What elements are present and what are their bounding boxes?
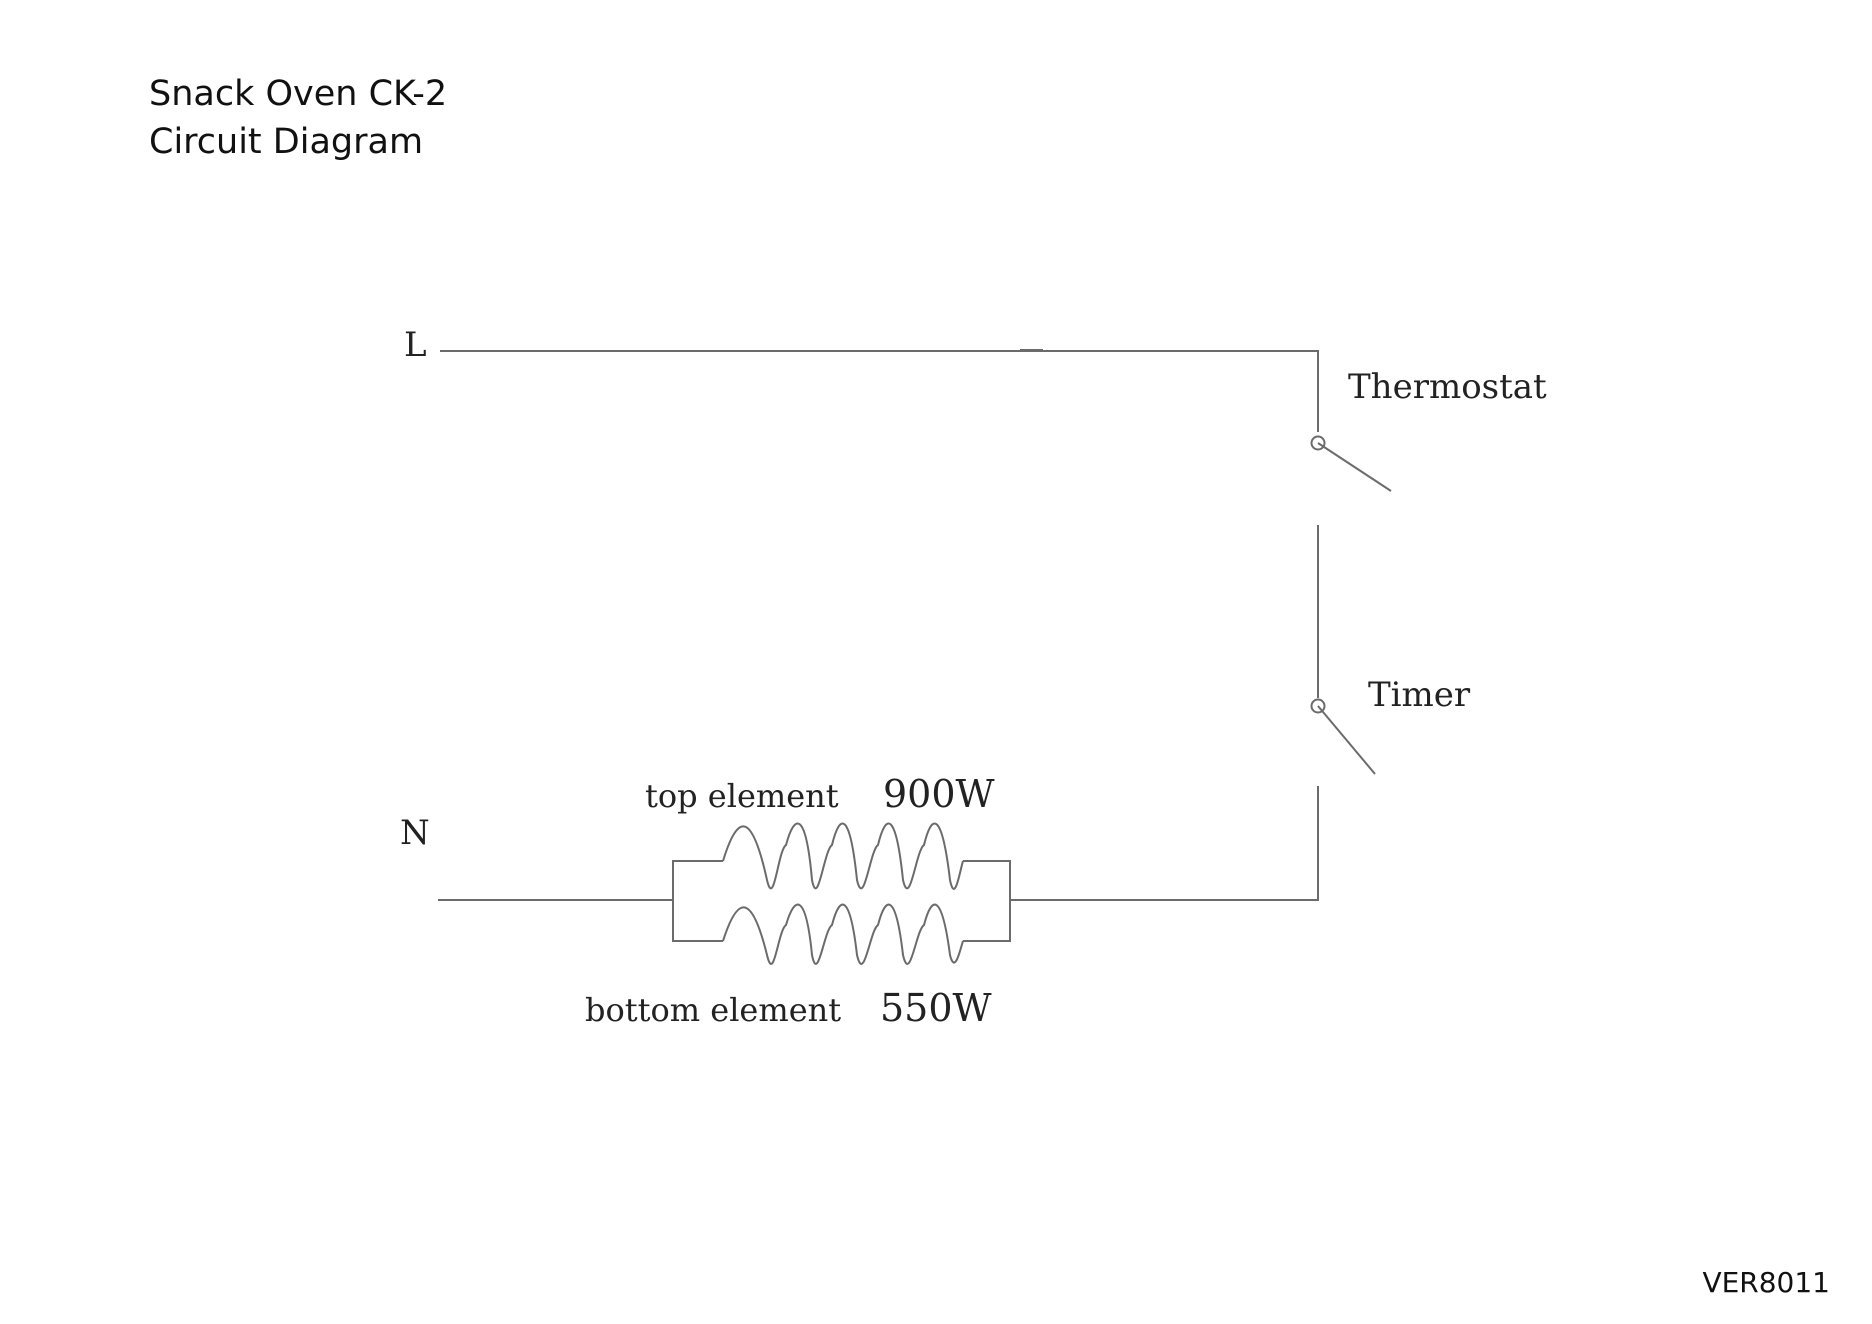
- top-element-coil: [723, 823, 963, 888]
- thermostat-switch-arm: [1318, 443, 1391, 491]
- bottom-element-coil: [723, 905, 963, 964]
- neutral-label: N: [400, 813, 430, 853]
- top-element-power: 900W: [883, 772, 995, 816]
- timer-switch-arm: [1318, 706, 1375, 774]
- right-bus: [963, 861, 1010, 941]
- return-wire: [1010, 786, 1318, 900]
- version-code: VER8011: [1702, 1266, 1830, 1299]
- top-element-label: top element: [645, 777, 839, 815]
- bottom-element-power: 550W: [880, 986, 992, 1030]
- left-bus: [673, 861, 723, 941]
- live-wire: [440, 351, 1318, 432]
- timer-label: Timer: [1368, 675, 1471, 715]
- live-label: L: [404, 325, 427, 365]
- bottom-element-label: bottom element: [585, 991, 841, 1029]
- thermostat-label: Thermostat: [1348, 367, 1547, 407]
